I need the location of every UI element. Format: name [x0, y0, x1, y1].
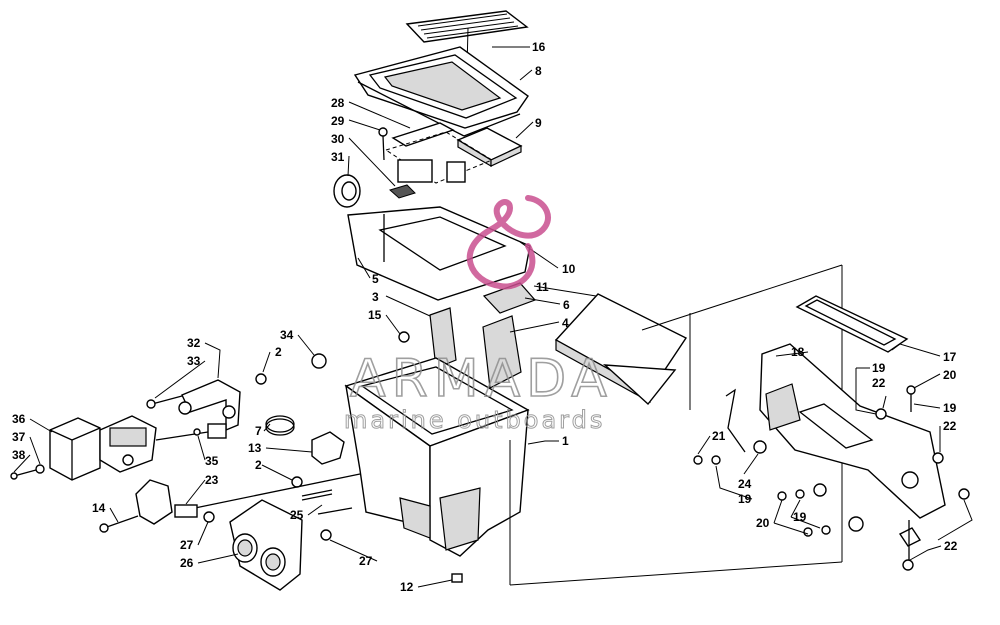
- part-27-screw-right: [320, 529, 332, 541]
- callout-c22c: 22: [944, 539, 958, 553]
- part-16-label-plate: [405, 10, 529, 69]
- callout-c30: 30: [331, 132, 345, 146]
- callout-c25: 25: [290, 508, 304, 522]
- callout-c19b: 19: [943, 401, 957, 415]
- part-27-screw-left: [203, 511, 215, 523]
- callout-c7: 7: [255, 424, 262, 438]
- callout-c27b: 27: [359, 554, 373, 568]
- watermark-brand: ARMADA: [350, 349, 613, 409]
- part-36-cover: [49, 417, 101, 481]
- callout-c18: 18: [791, 345, 805, 359]
- part-3-screen-left: [398, 307, 457, 369]
- part-8-airbox-cover: [353, 46, 529, 137]
- callout-c23: 23: [205, 473, 219, 487]
- part-26-intake-housing: [229, 499, 303, 591]
- callout-c2a: 2: [275, 345, 282, 359]
- part-2-nut-lower: [291, 476, 303, 488]
- callout-c22a: 22: [872, 376, 886, 390]
- callout-c17: 17: [943, 350, 957, 364]
- part-33-bolt: [146, 395, 183, 409]
- part-35-spacer: [193, 423, 227, 439]
- part-34-grommet: [311, 353, 327, 369]
- callout-c14: 14: [92, 501, 106, 515]
- part-17-gasket: [795, 295, 909, 353]
- callout-c35: 35: [205, 454, 219, 468]
- callout-c21: 21: [712, 429, 726, 443]
- callout-c8: 8: [535, 64, 542, 78]
- callout-c22b: 22: [943, 419, 957, 433]
- callout-c4: 4: [562, 316, 569, 330]
- part-28-electronics-bracket: [333, 122, 494, 208]
- callout-c32: 32: [187, 336, 201, 350]
- callout-c38: 38: [12, 448, 26, 462]
- callout-c20b: 20: [756, 516, 770, 530]
- right-hardware: [693, 385, 970, 571]
- watermark: ARMADA marine outboards: [344, 195, 613, 435]
- part-23-rod: [174, 473, 361, 518]
- part-4-screen-right: [482, 315, 522, 389]
- part-14-pump: [99, 479, 173, 533]
- part-13-bracket: [311, 431, 345, 465]
- part-7-clamp: [265, 415, 295, 436]
- callout-c13: 13: [248, 441, 262, 455]
- callout-c37: 37: [12, 430, 26, 444]
- callout-c12: 12: [400, 580, 414, 594]
- carburetor-assembly: [99, 415, 209, 473]
- callout-c6: 6: [563, 298, 570, 312]
- part-9-filter-element: [456, 127, 523, 168]
- callout-c31: 31: [331, 150, 345, 164]
- callout-c19d: 19: [793, 510, 807, 524]
- callout-c27a: 27: [180, 538, 194, 552]
- watermark-tagline: marine outboards: [344, 406, 605, 434]
- callout-c24: 24: [738, 477, 752, 491]
- callout-c34: 34: [280, 328, 294, 342]
- callout-c1: 1: [562, 434, 569, 448]
- callout-c33: 33: [187, 354, 201, 368]
- part-32-bracket: [178, 379, 241, 432]
- callout-c2b: 2: [255, 458, 262, 472]
- callout-c36: 36: [12, 412, 26, 426]
- part-2-nut-upper: [255, 373, 267, 385]
- watermark-ribbon-logo: [466, 195, 551, 290]
- callout-c16: 16: [532, 40, 546, 54]
- callout-c3: 3: [372, 290, 379, 304]
- callout-c9: 9: [535, 116, 542, 130]
- callout-c26: 26: [180, 556, 194, 570]
- part-37-washer: [35, 464, 45, 474]
- callout-c19a: 19: [872, 361, 886, 375]
- part-25-linkage: [301, 489, 353, 515]
- part-12-drain: [451, 573, 463, 583]
- callout-c5: 5: [372, 272, 379, 286]
- callout-c20a: 20: [943, 368, 957, 382]
- part-1-main-housing: [344, 357, 530, 557]
- callout-c29: 29: [331, 114, 345, 128]
- part-11-box-lid: [554, 293, 688, 406]
- callout-c11: 11: [536, 280, 549, 294]
- callout-c15: 15: [368, 308, 382, 322]
- callout-c10: 10: [562, 262, 576, 276]
- callout-c28: 28: [331, 96, 345, 110]
- part-38-screw: [10, 469, 37, 480]
- callout-c19c: 19: [738, 492, 752, 506]
- part-18-intake-silencer: [759, 343, 946, 519]
